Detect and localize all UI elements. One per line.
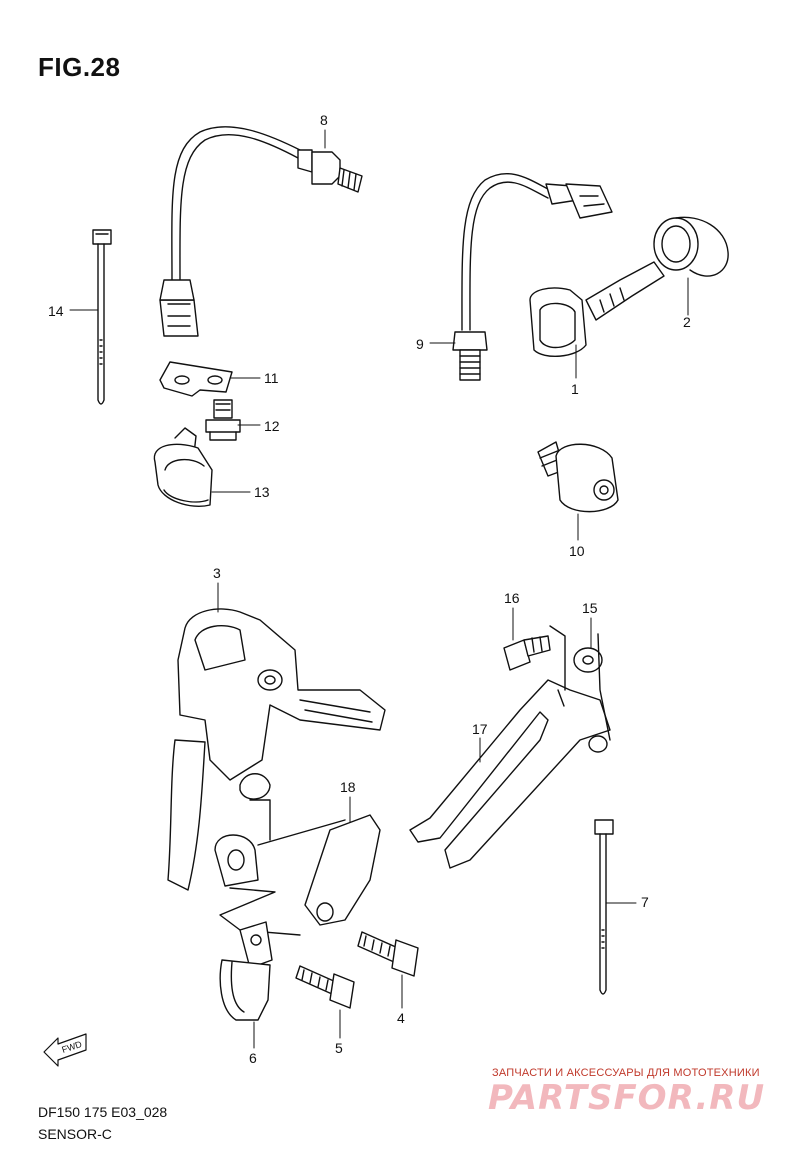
cable-tie-14 bbox=[92, 229, 112, 405]
callout-9: 9 bbox=[416, 336, 424, 352]
fwd-arrow-icon: FWD bbox=[43, 1033, 87, 1067]
callout-1: 1 bbox=[571, 381, 579, 397]
clip-6 bbox=[219, 921, 273, 1021]
sensor-10 bbox=[537, 441, 619, 513]
watermark-logo: PARTSFOR.RU bbox=[488, 1078, 766, 1118]
bolt-16 bbox=[503, 635, 551, 671]
cable-tie-7 bbox=[594, 819, 614, 995]
sensor-1 bbox=[529, 261, 665, 357]
callout-5: 5 bbox=[335, 1040, 343, 1056]
callout-17: 17 bbox=[472, 721, 488, 737]
callout-12: 12 bbox=[264, 418, 280, 434]
callout-2: 2 bbox=[683, 314, 691, 330]
bolt-12 bbox=[205, 399, 241, 441]
bracket-18 bbox=[214, 799, 381, 936]
callout-13: 13 bbox=[254, 484, 270, 500]
bolt-4 bbox=[357, 931, 419, 977]
bracket-assembly-3 bbox=[167, 608, 386, 891]
watermark-tagline: ЗАПЧАСТИ И АКСЕССУАРЫ ДЛЯ МОТОТЕХНИКИ bbox=[492, 1067, 760, 1079]
sensor-harness-8 bbox=[159, 126, 363, 337]
callout-3: 3 bbox=[213, 565, 221, 581]
callout-14: 14 bbox=[48, 303, 64, 319]
bolt-5 bbox=[295, 965, 355, 1009]
callout-16: 16 bbox=[504, 590, 520, 606]
lever-17 bbox=[409, 625, 611, 869]
callout-4: 4 bbox=[397, 1010, 405, 1026]
sensor-harness-9 bbox=[452, 173, 613, 381]
model-code: DF150 175 E03_028 bbox=[38, 1104, 168, 1120]
callout-18: 18 bbox=[340, 779, 356, 795]
bracket-11 bbox=[159, 361, 233, 397]
callout-7: 7 bbox=[641, 894, 649, 910]
grommet-2 bbox=[653, 216, 729, 277]
figure-title: FIG.28 bbox=[38, 52, 121, 82]
leader-lines bbox=[69, 129, 689, 1049]
callout-8: 8 bbox=[320, 112, 328, 128]
clamp-13 bbox=[153, 427, 213, 507]
callout-10: 10 bbox=[569, 543, 585, 559]
callout-11: 11 bbox=[264, 370, 279, 386]
section-name: SENSOR-C bbox=[38, 1126, 112, 1142]
callout-6: 6 bbox=[249, 1050, 257, 1066]
callout-15: 15 bbox=[582, 600, 598, 616]
washer-15 bbox=[573, 647, 603, 673]
